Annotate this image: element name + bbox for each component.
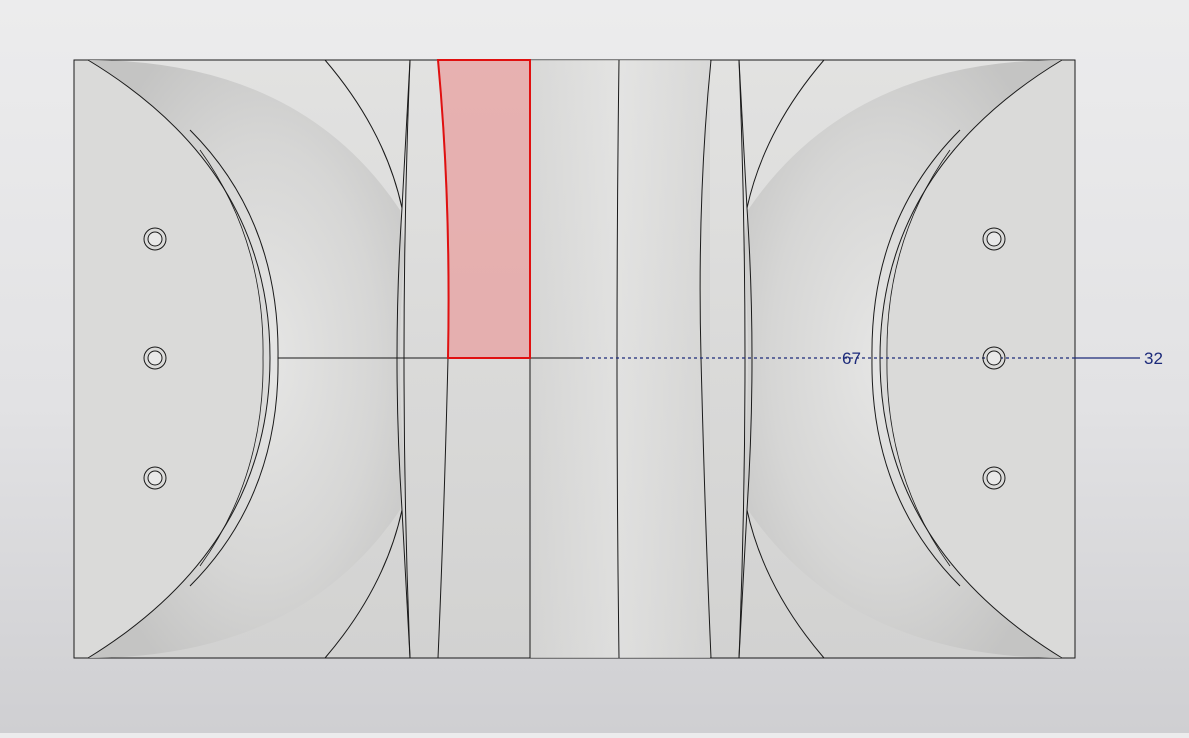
hole-right-top[interactable]	[982, 227, 1006, 251]
left-holes	[143, 227, 167, 490]
dimension-value-32[interactable]: 32	[1144, 349, 1163, 368]
left-disc-face[interactable]	[73, 59, 271, 659]
hole-right-bottom[interactable]	[982, 466, 1006, 490]
left-disc-inner-rim	[199, 149, 264, 567]
hole-left-top[interactable]	[143, 227, 167, 251]
right-holes	[982, 227, 1006, 490]
left-waist-edge-2	[403, 59, 411, 659]
hole-left-middle[interactable]	[143, 346, 167, 370]
left-bowl-edge-bottom	[324, 509, 411, 659]
hole-right-middle[interactable]	[982, 346, 1006, 370]
right-bowl-edge	[738, 59, 825, 209]
right-disc-face[interactable]	[879, 59, 1076, 659]
dimension-value-67[interactable]: 67	[842, 349, 861, 368]
hole-left-bottom[interactable]	[143, 466, 167, 490]
right-disc-rim	[871, 129, 961, 587]
right-waist-edge	[746, 207, 753, 511]
center-channel-surface[interactable]	[530, 60, 710, 658]
selected-face[interactable]	[436, 59, 531, 359]
left-bowl-edge	[324, 59, 411, 209]
right-bowl-edge-bottom	[738, 509, 825, 659]
